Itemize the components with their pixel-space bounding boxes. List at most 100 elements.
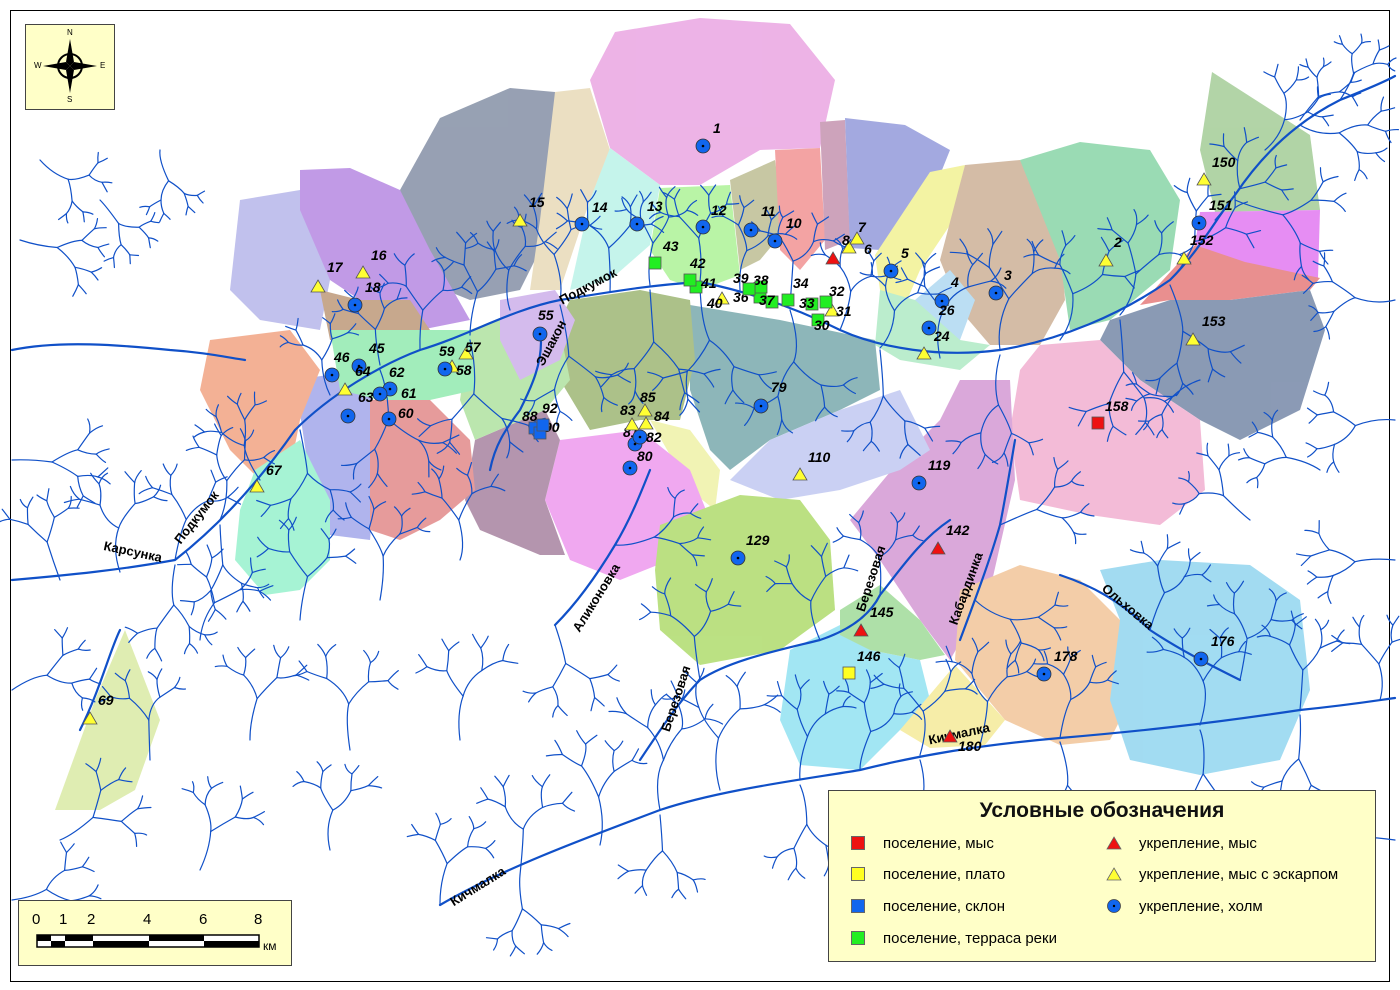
site-marker[interactable] — [767, 233, 783, 249]
site-marker[interactable] — [1091, 416, 1105, 430]
site-marker[interactable] — [512, 213, 528, 227]
site-marker[interactable] — [648, 256, 662, 270]
site-marker[interactable] — [753, 398, 769, 414]
site-marker[interactable] — [683, 273, 697, 287]
site-marker[interactable] — [372, 386, 388, 402]
stream-line — [1321, 114, 1334, 118]
stream-line — [824, 693, 830, 715]
site-marker[interactable] — [351, 358, 367, 374]
site-marker[interactable] — [337, 382, 353, 396]
site-marker[interactable] — [347, 297, 363, 313]
site-marker[interactable] — [458, 346, 474, 360]
stream-line — [703, 373, 715, 388]
site-marker[interactable] — [638, 416, 654, 430]
site-marker[interactable] — [695, 219, 711, 235]
site-marker[interactable] — [355, 265, 371, 279]
site-marker[interactable] — [695, 138, 711, 154]
legend-label: укрепление, мыс с эскарпом — [1139, 865, 1339, 883]
site-marker[interactable] — [930, 541, 946, 555]
stream-line — [1054, 604, 1069, 607]
stream-line — [236, 403, 246, 421]
site-number: 158 — [1105, 398, 1129, 414]
site-marker[interactable] — [1196, 172, 1212, 186]
site-marker[interactable] — [841, 240, 857, 254]
stream-line — [473, 393, 503, 420]
stream-line — [87, 418, 91, 434]
site-triangle — [714, 291, 730, 305]
site-marker[interactable] — [1191, 215, 1207, 231]
site-marker[interactable] — [988, 285, 1004, 301]
stream-line — [552, 705, 559, 718]
site-marker[interactable] — [249, 479, 265, 493]
site-marker[interactable] — [1036, 666, 1052, 682]
stream-line — [278, 519, 290, 531]
site-marker[interactable] — [853, 623, 869, 637]
site-marker[interactable] — [1185, 332, 1201, 346]
site-marker[interactable] — [310, 279, 326, 293]
stream-line — [287, 529, 291, 553]
stream-line — [870, 440, 880, 452]
site-marker[interactable] — [916, 346, 932, 360]
blue-square-icon — [847, 896, 869, 916]
site-marker[interactable] — [1098, 253, 1114, 267]
stream-line — [1283, 79, 1297, 94]
site-marker[interactable] — [934, 293, 950, 309]
site-marker[interactable] — [1176, 251, 1192, 265]
stream-line — [971, 637, 979, 653]
site-marker[interactable] — [781, 293, 795, 307]
zone — [370, 400, 475, 540]
stream-line — [686, 199, 698, 211]
site-marker[interactable] — [637, 403, 653, 417]
stream-line — [1316, 76, 1320, 98]
site-marker[interactable] — [622, 460, 638, 476]
site-marker[interactable] — [82, 711, 98, 725]
site-marker[interactable] — [381, 411, 397, 427]
site-marker[interactable] — [842, 666, 856, 680]
site-marker[interactable] — [743, 222, 759, 238]
stream-line — [1198, 492, 1225, 497]
site-marker[interactable] — [632, 429, 648, 445]
stream-line — [60, 841, 68, 854]
site-marker[interactable] — [811, 313, 825, 327]
stream-line — [842, 705, 857, 709]
site-marker[interactable] — [792, 467, 808, 481]
site-marker[interactable] — [340, 408, 356, 424]
site-marker[interactable] — [536, 418, 550, 432]
stream-line — [995, 354, 1001, 406]
stream-line — [534, 388, 556, 402]
site-marker[interactable] — [437, 361, 453, 377]
site-marker[interactable] — [1193, 651, 1209, 667]
site-marker[interactable] — [624, 417, 640, 431]
site-marker[interactable] — [324, 367, 340, 383]
site-marker[interactable] — [629, 216, 645, 232]
site-marker[interactable] — [714, 291, 730, 305]
stream-line — [387, 670, 399, 682]
site-marker[interactable] — [942, 729, 958, 743]
site-marker[interactable] — [805, 297, 819, 311]
site-marker[interactable] — [532, 326, 548, 342]
site-marker[interactable] — [742, 282, 756, 296]
site-marker[interactable] — [574, 216, 590, 232]
stream-line — [873, 252, 882, 262]
stream-line — [1106, 679, 1119, 685]
stream-line — [1251, 421, 1259, 433]
site-marker[interactable] — [825, 251, 841, 265]
site-marker[interactable] — [883, 263, 899, 279]
site-marker[interactable] — [819, 295, 833, 309]
stream-line — [302, 344, 323, 361]
stream-line — [1302, 647, 1321, 671]
site-marker[interactable] — [921, 320, 937, 336]
stream-line — [679, 392, 686, 411]
site-triangle — [1196, 172, 1212, 186]
stream-line — [907, 278, 926, 288]
site-marker[interactable] — [730, 550, 746, 566]
stream-line — [226, 459, 246, 482]
site-marker[interactable] — [765, 295, 779, 309]
site-number: 42 — [689, 255, 706, 271]
site-marker[interactable] — [849, 231, 865, 245]
stream-line — [625, 713, 649, 729]
site-marker[interactable] — [911, 475, 927, 491]
site-marker[interactable] — [824, 303, 840, 317]
stream-line — [1291, 619, 1303, 630]
